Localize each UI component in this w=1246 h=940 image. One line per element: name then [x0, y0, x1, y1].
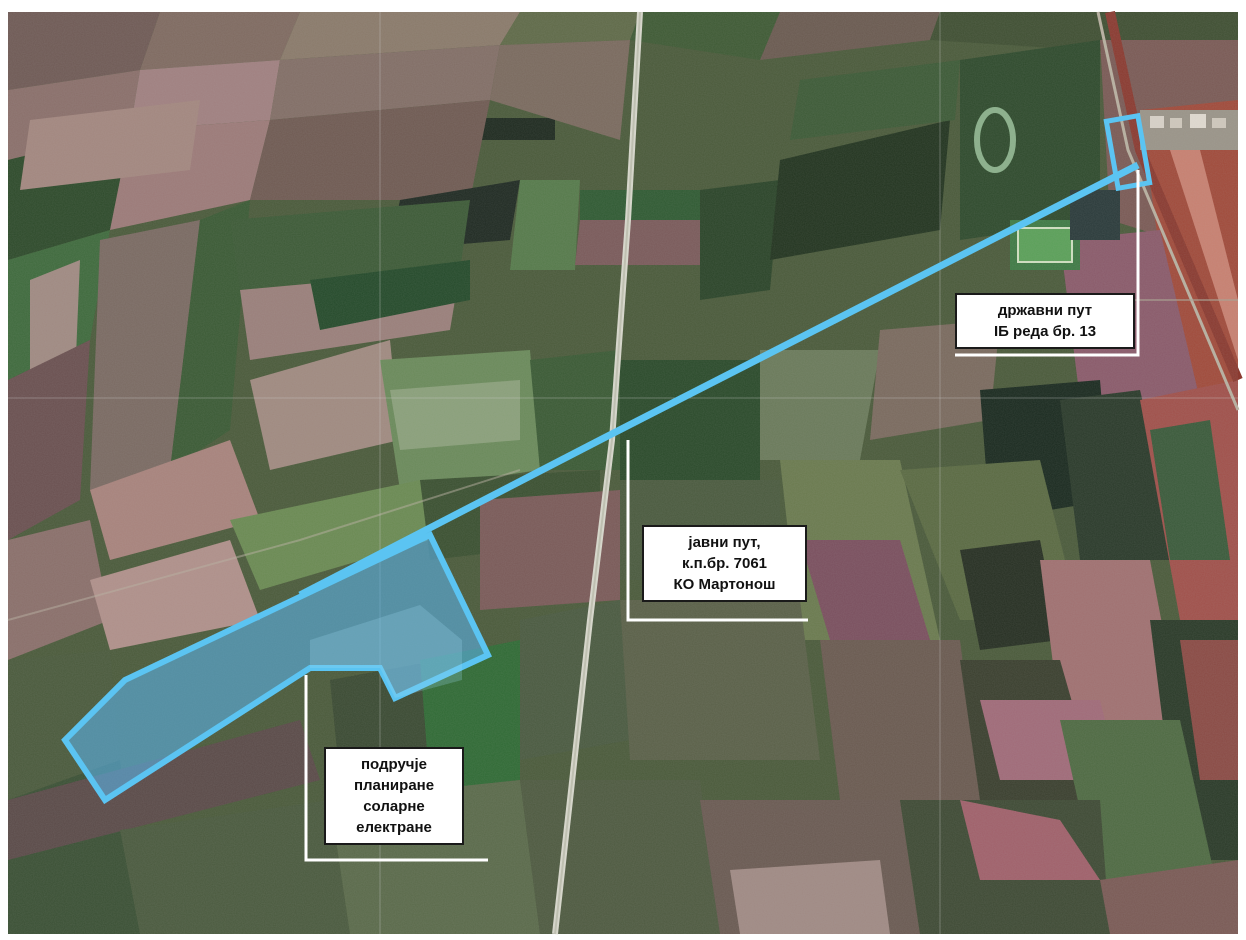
solar-area-label-line-3: соларне	[363, 798, 425, 815]
satellite-imagery	[7, 10, 1243, 935]
solar-area-label: подручје планиране соларне електране	[324, 747, 464, 845]
public-road-label-line-3: КО Мартонош	[673, 576, 776, 593]
state-road-label-line-2: IБ реда бр. 13	[993, 323, 1097, 340]
planned-solar-area-highlight[interactable]	[61, 531, 493, 805]
public-road-label-line-1: јавни пут,	[688, 534, 761, 551]
leader-lines	[304, 170, 1140, 862]
solar-area-label-line-4: електране	[356, 819, 432, 836]
state-road-label-line-1: државни пут	[997, 302, 1093, 319]
public-road-label-line-2: к.п.бр. 7061	[681, 555, 768, 572]
state-road-label: државни пут IБ реда бр. 13	[955, 293, 1135, 349]
solar-area-label-line-2: планиране	[353, 777, 435, 794]
solar-area-label-line-1: подручје	[360, 756, 428, 773]
public-road-label: јавни пут, к.п.бр. 7061 КО Мартонош	[642, 525, 807, 602]
public-road-corridor-highlight[interactable]	[298, 112, 1153, 599]
